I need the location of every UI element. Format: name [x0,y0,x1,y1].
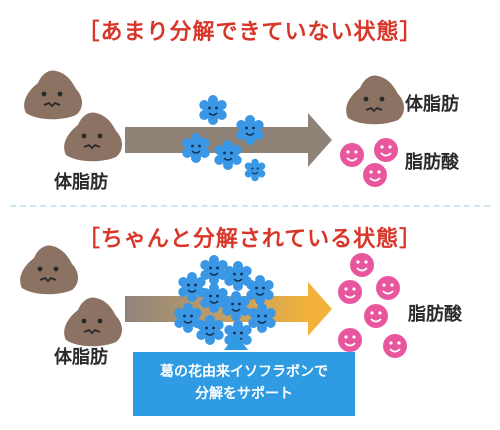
fatty-acid-icon [362,162,388,188]
section-1-right-label-fat: 体脂肪 [405,94,459,115]
callout-line-2: 分解をサポート [195,386,293,402]
fatty-acid-icon [337,279,363,305]
fatty-acid-icon [373,137,399,163]
fatty-acid-icon [382,333,408,359]
fatty-acid-icon [337,327,363,353]
section-2-heading: ［ちゃんと分解されている状態］ [77,227,423,252]
fatty-acid-icon [349,252,375,278]
body-fat-icon [345,74,405,126]
section-1-left-label: 体脂肪 [54,172,108,193]
fatty-acid-icon [375,275,401,301]
callout-box: 葛の花由来イソフラボンで 分解をサポート [133,352,355,416]
callout-pointer [224,334,248,350]
section-2-left-label: 体脂肪 [54,347,108,368]
fatty-acid-icon [339,142,365,168]
enzyme-icon [198,94,228,126]
section-1-heading: ［あまり分解できていない状態］ [77,20,423,45]
enzyme-icon [244,158,266,182]
body-fat-icon [63,296,123,348]
section-2-right-label-acid: 脂肪酸 [408,304,462,325]
section-1-right-label-acid: 脂肪酸 [405,152,459,173]
section-1-arrow [125,113,332,167]
body-fat-icon [23,69,83,121]
fatty-acid-icon [363,303,389,329]
body-fat-icon [63,111,123,163]
section-divider [10,205,490,207]
callout-line-1: 葛の花由来イソフラボンで [160,364,328,380]
